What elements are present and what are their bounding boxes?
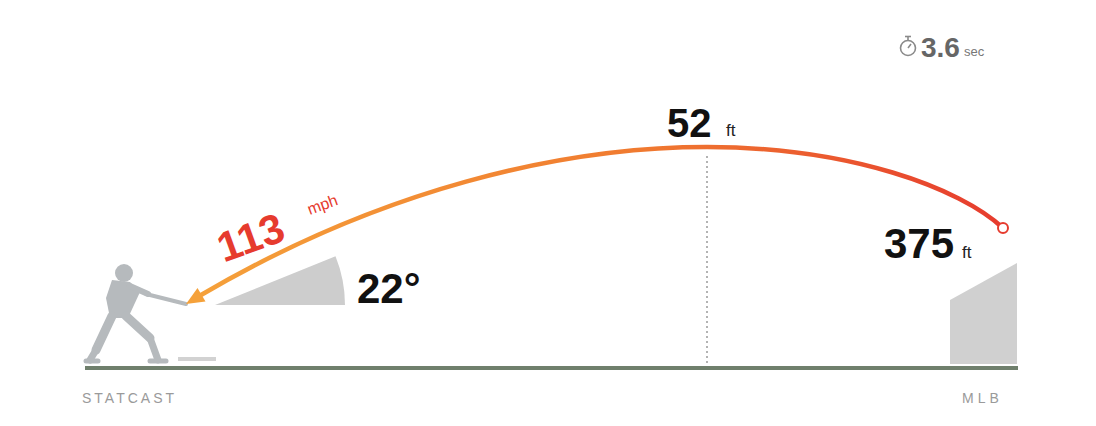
apex-unit: ft [726, 122, 735, 139]
landing-marker [998, 223, 1008, 233]
hang-time-value: 3.6 [921, 34, 960, 62]
source-label: STATCAST [82, 391, 177, 405]
exit-velocity-value: 113 [212, 207, 290, 270]
outfield-wall [950, 263, 1017, 364]
arc-arrowhead [186, 288, 206, 304]
batter-silhouette [86, 264, 186, 361]
launch-angle-value: 22° [357, 268, 421, 310]
home-plate [178, 357, 216, 361]
hang-time-unit: sec [964, 45, 984, 58]
apex-line [706, 156, 708, 364]
stopwatch-icon [901, 37, 916, 56]
flight-arc [201, 147, 1003, 295]
distance-unit: ft [962, 244, 971, 261]
distance-value: 375 [884, 223, 954, 265]
apex-value: 52 [667, 103, 712, 143]
exit-velocity-unit: mph [306, 192, 341, 218]
source-label: MLB [962, 391, 1003, 405]
ground-line [85, 366, 1018, 370]
